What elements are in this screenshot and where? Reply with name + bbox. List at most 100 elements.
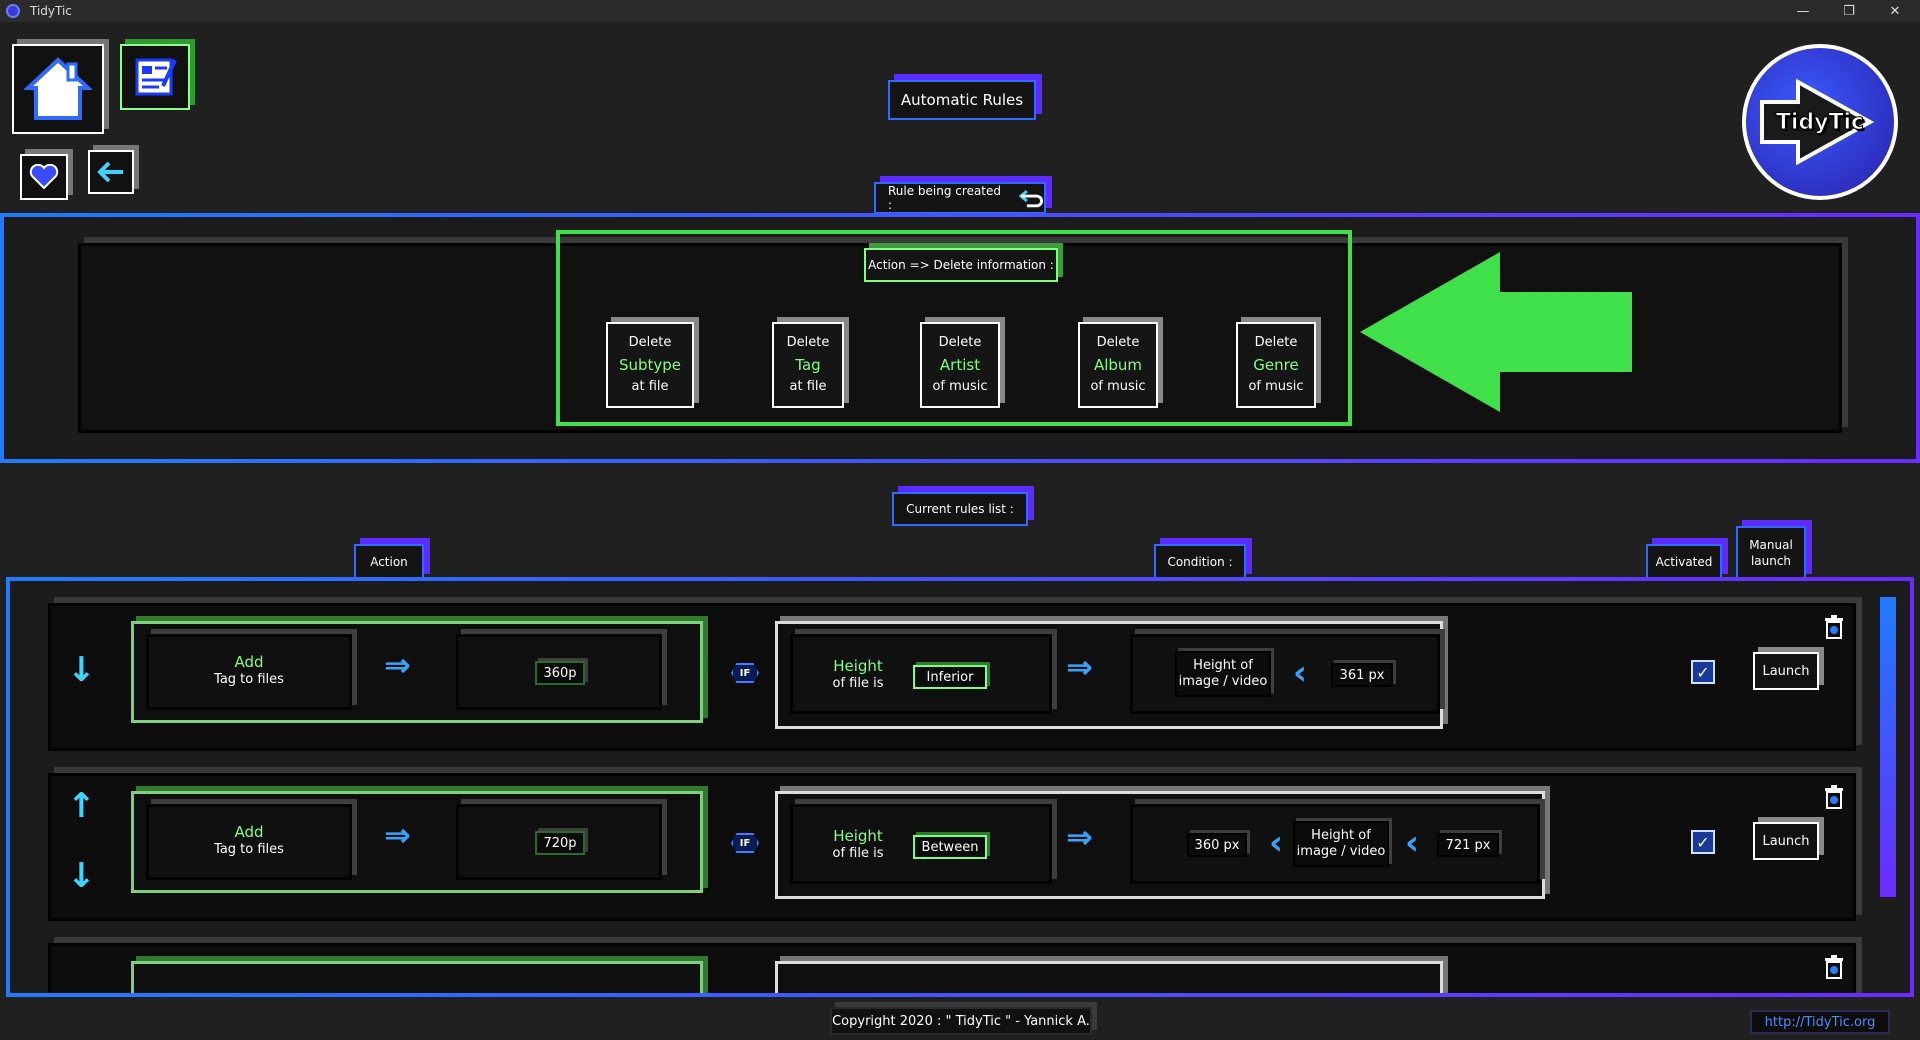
- arrow-left-icon: [97, 161, 123, 183]
- back-button[interactable]: [88, 150, 134, 194]
- condition-field-suffix: of file is: [832, 676, 884, 691]
- action-type-text: Add Tag to files: [149, 653, 349, 689]
- operator-chip[interactable]: Inferior: [913, 665, 987, 689]
- card-label: Delete: [628, 335, 672, 350]
- home-button[interactable]: [12, 44, 104, 134]
- home-icon: [24, 57, 92, 120]
- double-arrow-right-icon: ⇒: [384, 816, 411, 854]
- condition-field-suffix: of file is: [832, 846, 884, 861]
- action-value-box: 720p: [456, 804, 662, 880]
- document-edit-icon: [135, 58, 177, 96]
- rule-condition-box[interactable]: Height of file is Inferior ⇒ Height of i…: [775, 621, 1443, 729]
- rule-being-created-label: Rule being created :: [874, 182, 1046, 214]
- action-verb: Add: [234, 653, 264, 671]
- rule-being-created-text: Rule being created :: [888, 184, 1002, 212]
- condition-field-text: Height of file is: [815, 657, 901, 693]
- action-value-chip: 720p: [535, 831, 585, 855]
- card-target: Album: [1093, 356, 1143, 374]
- big-green-arrow-icon: [1360, 252, 1632, 412]
- activated-column-header: Activated: [1646, 544, 1722, 580]
- double-arrow-right-icon: ⇒: [384, 646, 411, 684]
- card-target: Tag: [795, 356, 821, 374]
- if-badge: IF: [731, 833, 759, 853]
- card-scope: of music: [1248, 379, 1304, 394]
- rule-action-box[interactable]: Add Tag to files ⇒ 360p: [131, 621, 703, 723]
- restore-button[interactable]: ❐: [1843, 3, 1855, 19]
- logo-text: TidyTic: [1775, 109, 1865, 135]
- rule-row: [48, 943, 1856, 993]
- header-line: Manual: [1749, 538, 1793, 552]
- minimize-button[interactable]: —: [1796, 3, 1810, 19]
- subject-line: Height of: [1311, 828, 1371, 843]
- condition-field-box: Height of file is Inferior: [790, 634, 1052, 714]
- condition-field: Height: [833, 827, 883, 845]
- action-value-box: 360p: [456, 634, 662, 710]
- less-than-icon: ‹: [1293, 653, 1308, 693]
- action-selection-highlight: [556, 230, 1352, 426]
- action-target: Tag to files: [214, 842, 284, 857]
- subject-line: image / video: [1178, 674, 1268, 689]
- rule-condition-box[interactable]: Height of file is Between ⇒ 360 px ‹ Hei…: [775, 791, 1545, 899]
- right-value-chip[interactable]: 721 px: [1437, 833, 1499, 857]
- double-arrow-right-icon: ⇒: [1066, 818, 1093, 856]
- launch-button[interactable]: Launch: [1753, 822, 1819, 860]
- card-target: Artist: [939, 356, 981, 374]
- card-label: Delete: [938, 335, 982, 350]
- delete-tag-card[interactable]: Delete Tag at file: [772, 322, 844, 408]
- website-link[interactable]: http://TidyTic.org: [1750, 1010, 1890, 1034]
- subject-chip: Height of image / video: [1293, 821, 1389, 867]
- trash-icon[interactable]: [1823, 614, 1845, 640]
- page-title: Automatic Rules: [888, 80, 1036, 120]
- card-scope: at file: [789, 379, 827, 394]
- window-title: TidyTic: [30, 4, 72, 18]
- app-icon: [6, 4, 20, 18]
- move-up-icon[interactable]: ↑: [67, 786, 96, 826]
- delete-genre-card[interactable]: Delete Genre of music: [1236, 322, 1316, 408]
- less-than-icon: ‹: [1405, 823, 1420, 863]
- rule-condition-box[interactable]: [775, 961, 1443, 993]
- undo-icon[interactable]: [1018, 188, 1044, 208]
- manual-launch-column-header: Manual launch: [1736, 526, 1806, 580]
- card-label: Delete: [1096, 335, 1140, 350]
- action-type-box: Add Tag to files: [146, 634, 352, 710]
- delete-album-card[interactable]: Delete Album of music: [1078, 322, 1158, 408]
- rules-editor-button[interactable]: [120, 44, 190, 110]
- rule-action-box[interactable]: Add Tag to files ⇒ 720p: [131, 791, 703, 893]
- move-down-icon[interactable]: ↓: [67, 856, 96, 896]
- trash-icon[interactable]: [1823, 954, 1845, 980]
- delete-artist-card[interactable]: Delete Artist of music: [920, 322, 1000, 408]
- launch-button[interactable]: Launch: [1753, 652, 1819, 690]
- action-value-chip: 360p: [535, 661, 585, 685]
- card-scope: of music: [1090, 379, 1146, 394]
- rule-row: ↑ ↓ Add Tag to files ⇒ 720p IF Height of…: [48, 773, 1856, 921]
- less-than-icon: ‹: [1269, 823, 1284, 863]
- activated-checkbox[interactable]: ✓: [1691, 830, 1715, 854]
- rules-list-title: Current rules list :: [892, 492, 1028, 526]
- delete-subtype-card[interactable]: Delete Subtype at file: [606, 322, 694, 408]
- rules-list-scrollbar[interactable]: [1880, 597, 1896, 897]
- operator-chip[interactable]: Between: [913, 835, 987, 859]
- card-scope: of music: [932, 379, 988, 394]
- action-type-box: Add Tag to files: [146, 804, 352, 880]
- favorites-button[interactable]: [20, 154, 68, 200]
- card-label: Delete: [1254, 335, 1298, 350]
- copyright-text: Copyright 2020 : " TidyTic " - Yannick A…: [830, 1007, 1092, 1035]
- activated-checkbox[interactable]: ✓: [1691, 660, 1715, 684]
- left-value-chip[interactable]: 360 px: [1187, 833, 1247, 857]
- close-button[interactable]: ✕: [1889, 3, 1901, 19]
- subject-chip: Height of image / video: [1175, 651, 1271, 697]
- card-label: Delete: [786, 335, 830, 350]
- rule-action-box[interactable]: [131, 961, 703, 993]
- condition-field-box: Height of file is Between: [790, 804, 1052, 884]
- right-value-chip[interactable]: 361 px: [1331, 663, 1393, 687]
- rules-list-panel: ↓ Add Tag to files ⇒ 360p IF Height of f…: [6, 577, 1914, 997]
- move-down-icon[interactable]: ↓: [67, 650, 96, 690]
- condition-column-header: Condition :: [1154, 544, 1246, 580]
- subject-line: image / video: [1296, 844, 1386, 859]
- card-scope: at file: [631, 379, 669, 394]
- action-verb: Add: [234, 823, 264, 841]
- action-column-header: Action: [354, 544, 424, 580]
- condition-values-box: 360 px ‹ Height of image / video ‹ 721 p…: [1130, 804, 1540, 884]
- trash-icon[interactable]: [1823, 784, 1845, 810]
- if-badge: IF: [731, 663, 759, 683]
